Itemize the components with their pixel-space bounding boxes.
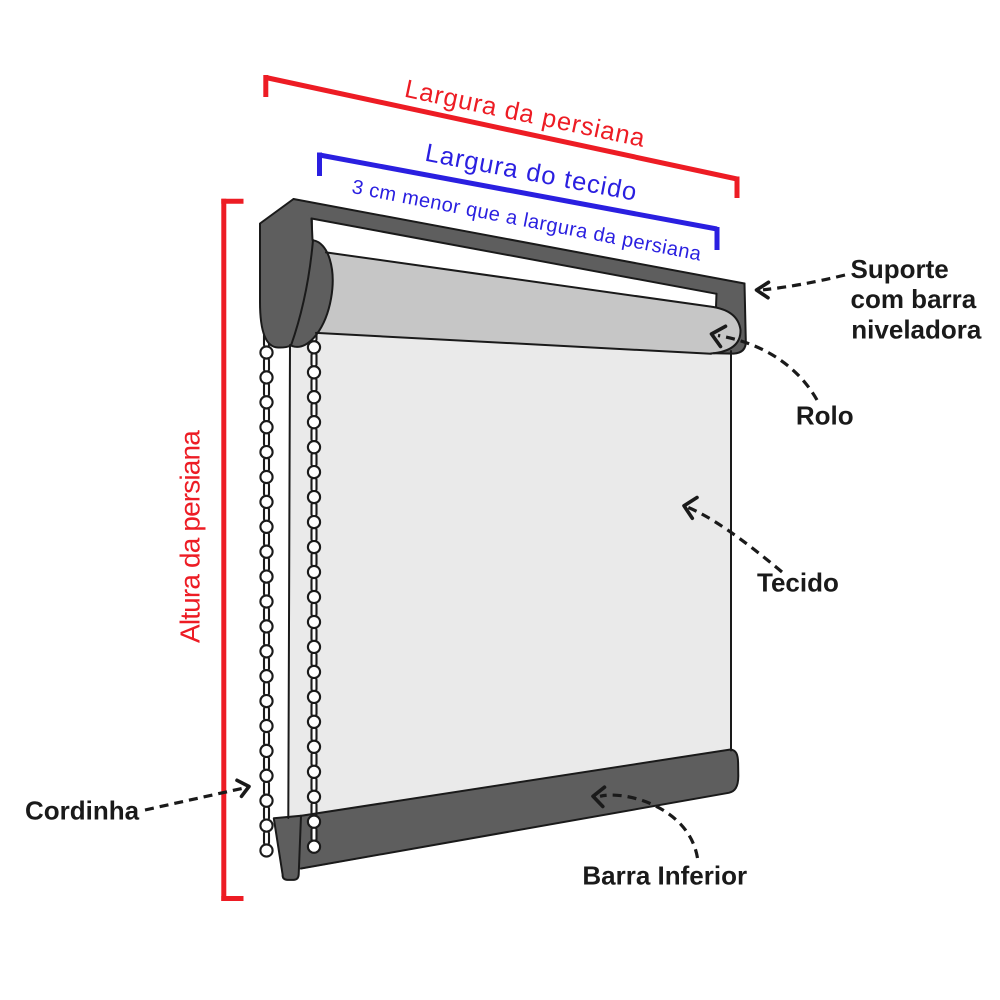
svg-text:Barra Inferior: Barra Inferior (582, 861, 747, 891)
svg-text:Altura da persiana: Altura da persiana (175, 430, 206, 643)
svg-text:Suporte: Suporte (851, 254, 949, 284)
svg-text:Tecido: Tecido (757, 567, 839, 597)
svg-text:niveladora: niveladora (851, 314, 982, 344)
svg-text:Cordinha: Cordinha (25, 796, 140, 826)
svg-text:Rolo: Rolo (796, 401, 854, 431)
svg-text:com barra: com barra (851, 284, 977, 314)
